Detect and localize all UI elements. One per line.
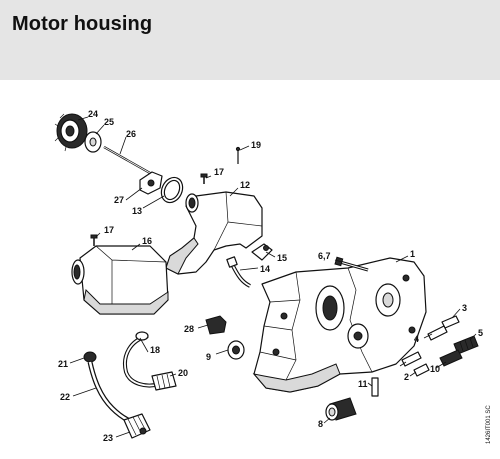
exploded-parts-diagram: 24 25 26 27 13 17 12 19 17 16 15 14 6,7 … bbox=[54, 109, 492, 444]
part-17-screw-upper bbox=[200, 173, 208, 184]
part-25-washer bbox=[84, 131, 102, 153]
callout-labels: 24 25 26 27 13 17 12 19 17 16 15 14 6,7 … bbox=[58, 109, 483, 443]
part-26-rod bbox=[103, 146, 151, 174]
callout-1: 1 bbox=[410, 249, 415, 259]
part-4-sleeve-b bbox=[401, 351, 422, 367]
callout-28: 28 bbox=[184, 324, 194, 334]
part-22-hose bbox=[87, 361, 130, 423]
callout-26: 26 bbox=[126, 129, 136, 139]
callout-9: 9 bbox=[206, 352, 211, 362]
part-8-buffer bbox=[325, 397, 357, 421]
callout-27: 27 bbox=[114, 195, 124, 205]
callout-8: 8 bbox=[318, 419, 323, 429]
callout-3: 3 bbox=[462, 303, 467, 313]
callout-20: 20 bbox=[178, 368, 188, 378]
part-27-bracket bbox=[139, 171, 163, 195]
callout-2: 2 bbox=[404, 372, 409, 382]
callout-15: 15 bbox=[277, 253, 287, 263]
part-20-filter bbox=[151, 371, 177, 391]
part-18-fuel-hose bbox=[123, 331, 161, 388]
callout-17-upper: 17 bbox=[214, 167, 224, 177]
callout-23: 23 bbox=[103, 433, 113, 443]
part-12-duct bbox=[165, 191, 263, 275]
callout-5: 5 bbox=[478, 328, 483, 338]
callout-24: 24 bbox=[88, 109, 98, 119]
part-4-sleeve-a bbox=[427, 325, 448, 341]
callout-6-7: 6,7 bbox=[318, 251, 331, 261]
part-1-crankcase bbox=[252, 257, 427, 393]
part-14-hose bbox=[226, 256, 251, 288]
callout-12: 12 bbox=[240, 180, 250, 190]
part-13-gasket bbox=[160, 176, 184, 204]
callout-22: 22 bbox=[60, 392, 70, 402]
callout-14: 14 bbox=[260, 264, 270, 274]
part-2-sleeve bbox=[413, 363, 430, 377]
callout-18: 18 bbox=[150, 345, 160, 355]
callout-16: 16 bbox=[142, 236, 152, 246]
leader-lines bbox=[69, 116, 477, 438]
part-21-cap bbox=[83, 351, 97, 363]
part-16-shroud bbox=[71, 245, 169, 315]
part-28-clip bbox=[205, 315, 227, 335]
drawing-code: 1426IT001 SC bbox=[486, 405, 492, 444]
part-11-pin bbox=[371, 377, 379, 397]
callout-4-upper: 4 bbox=[414, 334, 419, 344]
callout-21: 21 bbox=[58, 359, 68, 369]
header-bar: Motor housing bbox=[0, 0, 500, 80]
callout-25: 25 bbox=[104, 117, 114, 127]
part-15-fitting bbox=[251, 243, 273, 261]
callout-10: 10 bbox=[430, 364, 440, 374]
callout-11: 11 bbox=[358, 379, 368, 389]
callout-13: 13 bbox=[132, 206, 142, 216]
callout-17-lower: 17 bbox=[104, 225, 114, 235]
page-title: Motor housing bbox=[12, 13, 153, 35]
part-9-grommet bbox=[227, 340, 245, 360]
part-24-rope-rotor bbox=[54, 113, 88, 152]
part-19-pin bbox=[235, 146, 241, 164]
callout-19: 19 bbox=[251, 140, 261, 150]
